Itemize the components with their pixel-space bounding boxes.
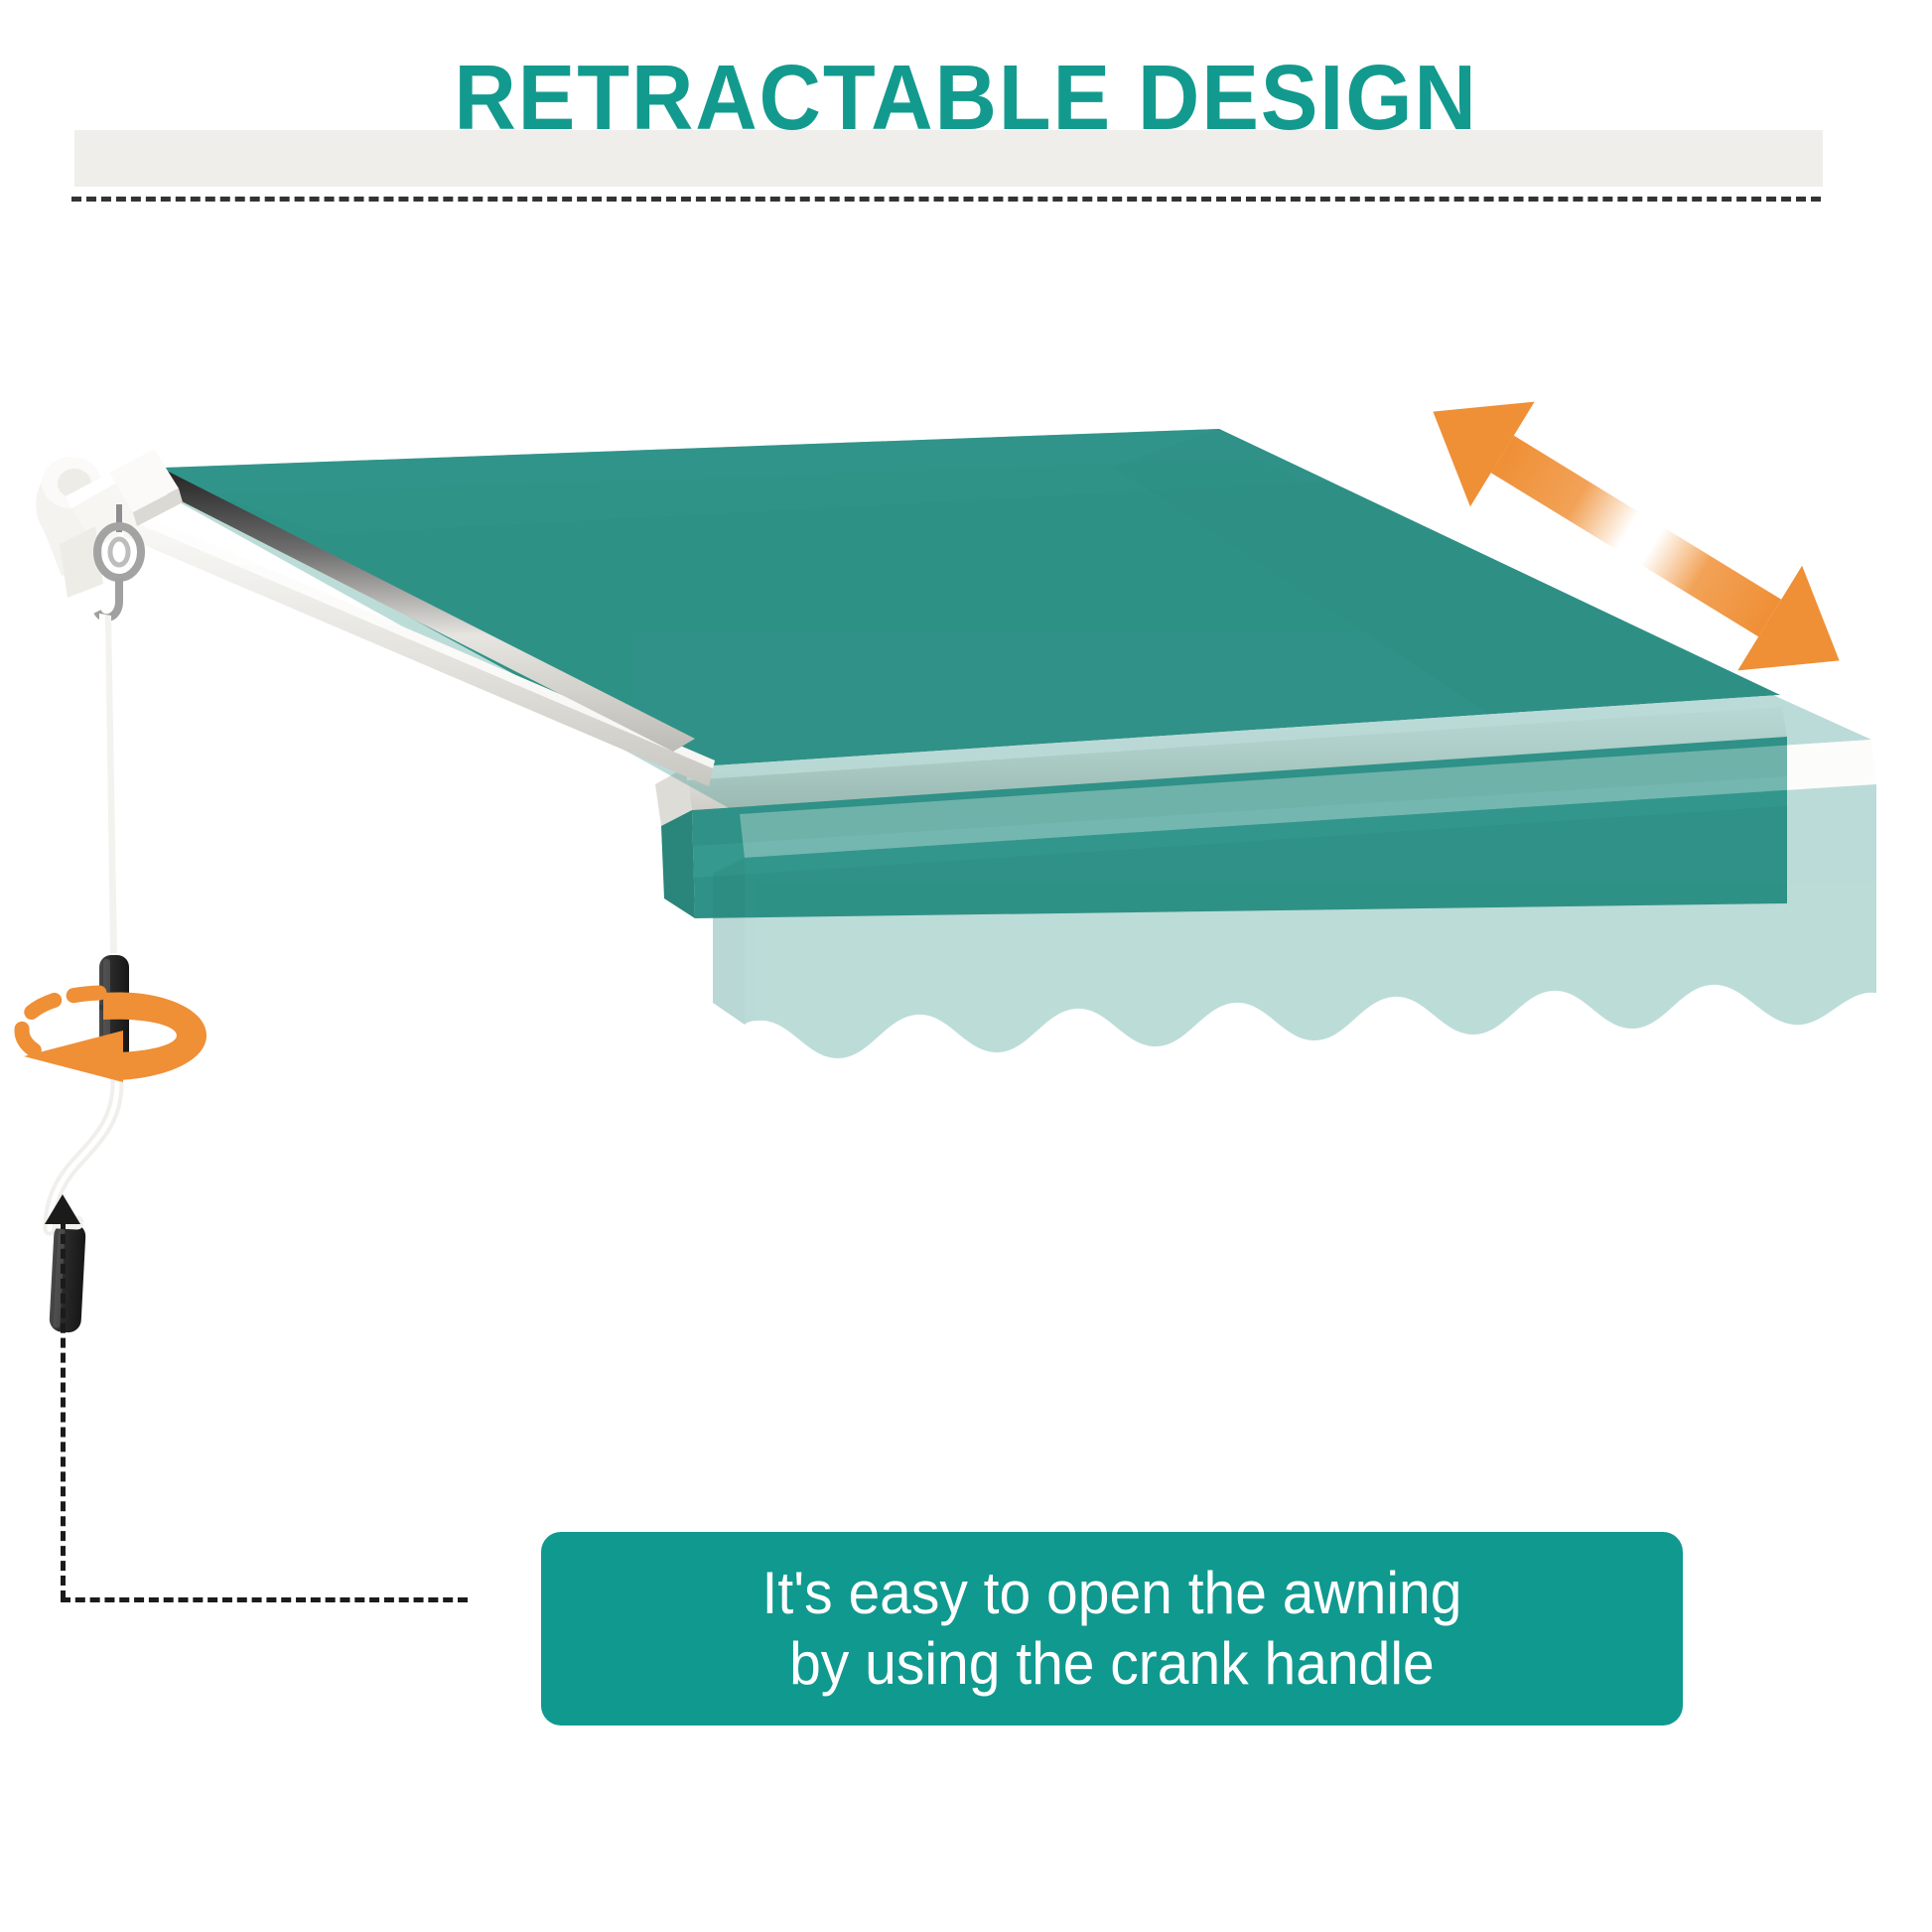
- awning-support-arm: [123, 508, 715, 786]
- awning-extended-ghost-overlay: [169, 459, 1876, 1058]
- caption-line-1: It's easy to open the awning: [761, 1559, 1462, 1626]
- awning-wall-bracket: [36, 457, 159, 598]
- extend-retract-arrow-icon: [1433, 401, 1840, 671]
- awning-valance: [661, 737, 1787, 918]
- dimension-line-vertical: [61, 1219, 66, 1600]
- awning-gearbox: [103, 441, 183, 526]
- dimension-line-horizontal: [61, 1597, 468, 1602]
- rotation-arrow-icon: [14, 985, 207, 1082]
- awning-front-bar: [655, 695, 1787, 826]
- header-band: [74, 130, 1823, 187]
- caption-card: It's easy to open the awning by using th…: [541, 1532, 1683, 1725]
- page-title: RETRACTABLE DESIGN: [454, 46, 1478, 149]
- awning-roller-tube: [125, 463, 695, 752]
- crank-eyelet-icon: [93, 504, 145, 622]
- caption-line-2: by using the crank handle: [789, 1629, 1435, 1697]
- header-divider: [71, 197, 1821, 202]
- awning-canopy: [137, 429, 1780, 767]
